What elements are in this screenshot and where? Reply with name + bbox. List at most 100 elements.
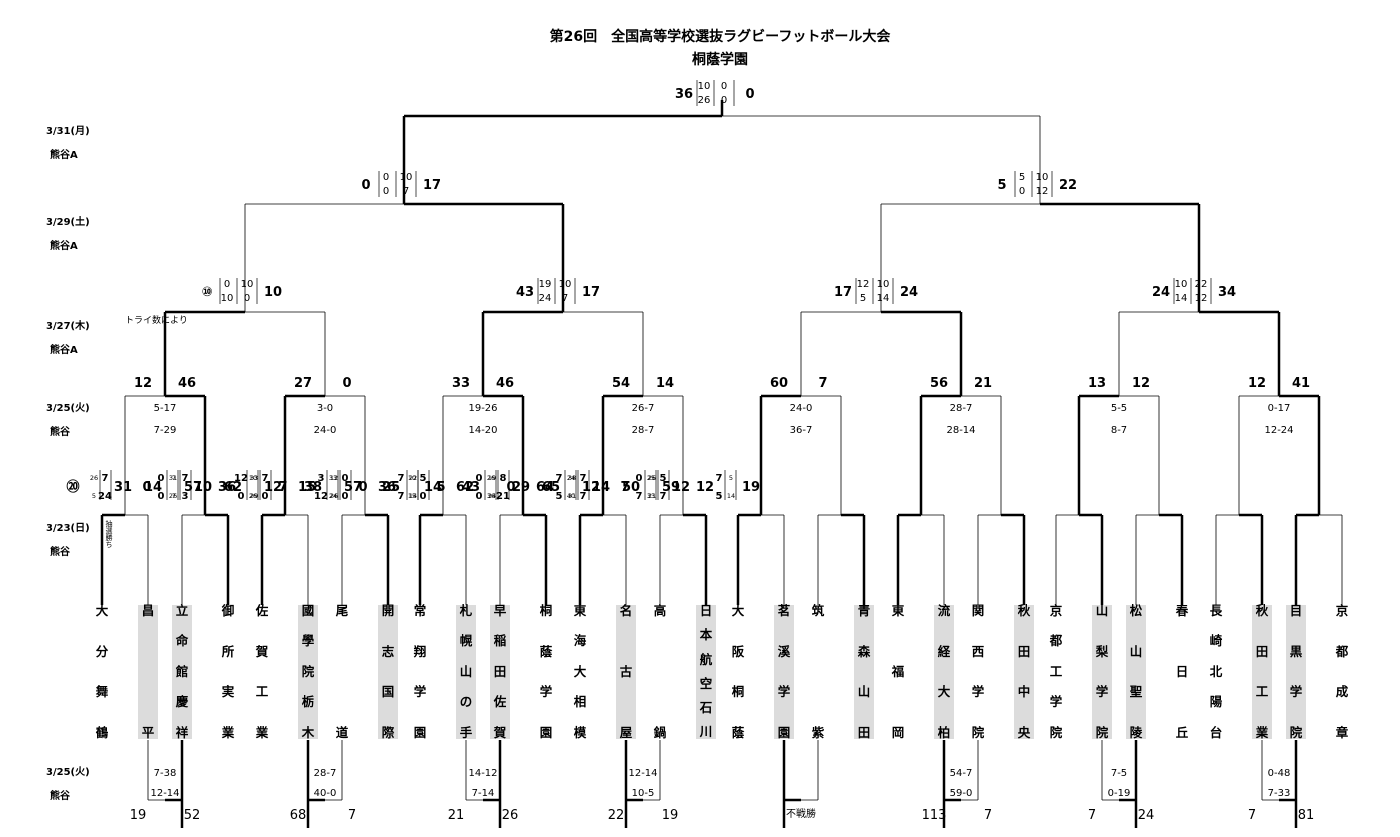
consolation-half1: 14-12 — [468, 768, 498, 779]
r16-half-right-4: 14 — [408, 492, 418, 500]
champion-name: 桐蔭学園 — [692, 52, 748, 68]
team-name-char: 日 — [1175, 663, 1189, 679]
team-name-char: 院 — [1049, 724, 1063, 740]
team-name-char: 大 — [95, 603, 109, 618]
r16-half-right-3: 22 — [408, 474, 418, 482]
team-name-char: 日 — [699, 603, 713, 618]
team-name: 茗溪学園 — [774, 603, 794, 740]
final-half-a2: 26 — [697, 95, 711, 106]
qf-score-right: 0 — [342, 376, 352, 391]
team-name-char: 東 — [573, 603, 587, 618]
team-name-char: 業 — [255, 724, 269, 740]
qf-score-right: 14 — [655, 376, 675, 391]
team-name: 京都成章 — [1332, 604, 1352, 739]
team-name-char: 川 — [699, 724, 713, 740]
consolation-score-left: 7 — [1247, 808, 1257, 823]
r16-half-left-3: 5 — [419, 473, 427, 484]
r16-half-left-4: 0 — [261, 491, 269, 502]
r16-score-right-b: 19 — [741, 480, 761, 495]
r16-score-right: 36 — [377, 480, 397, 495]
team-name-char: 蔭 — [731, 724, 745, 740]
r16-score-left: 10 — [193, 480, 213, 495]
final-half-b1: 0 — [720, 81, 728, 92]
qf-score-left: 60 — [769, 376, 789, 391]
round-date: 3/31(月) — [46, 126, 90, 137]
r16-half-right-4: 24 — [328, 492, 338, 500]
team-name-char: 園 — [413, 724, 427, 740]
team-name: 尾道 — [332, 604, 352, 739]
r16-half-left-2: 21 — [647, 492, 657, 500]
team-name: 名古屋 — [616, 604, 636, 739]
team-name-char: 青 — [857, 603, 871, 618]
sf-half-a1: 10 — [1174, 279, 1188, 290]
qf-score-right: 46 — [495, 376, 515, 391]
qf-half1: 5-5 — [1110, 403, 1128, 414]
team-name-char: 京 — [1049, 603, 1063, 618]
sf-half-b1: 10 — [876, 279, 890, 290]
r16-half-left-1: 33 — [249, 474, 259, 482]
consolation-score-right: 24 — [1137, 808, 1155, 823]
consolation-score-left: 68 — [289, 808, 307, 823]
team-name: 長崎北陽台 — [1206, 603, 1226, 739]
team-name-char: 長 — [1209, 603, 1223, 618]
team-name-char: 北 — [1209, 663, 1223, 679]
team-name-char: 工 — [255, 684, 269, 699]
r16-score-left-a: 62 — [223, 480, 243, 495]
qf-score-left: 33 — [451, 376, 471, 391]
qf-half2: 28-14 — [946, 425, 976, 436]
team-name-char: 石 — [699, 700, 713, 716]
r16-half-right-3: 25 — [646, 474, 656, 482]
team-name-char: 園 — [777, 724, 791, 740]
team-name: 秋田中央 — [1014, 604, 1034, 739]
r16-half-left-2: 24 — [487, 492, 497, 500]
r16-half-left-4: 0 — [419, 491, 427, 502]
team-name: 大阪桐蔭 — [728, 604, 748, 740]
team-name-char: 工 — [1255, 684, 1269, 699]
semi-score-left: 5 — [997, 178, 1007, 193]
team-name-char: 筑 — [811, 603, 825, 618]
r16-half-right-3: 33 — [328, 474, 338, 482]
r16-score-right-b: 14 — [423, 480, 443, 495]
sf-half-b2: 0 — [243, 293, 251, 304]
consolation-score-right: 26 — [501, 808, 519, 823]
team-name: 京都工学院 — [1046, 603, 1066, 740]
team-name-char: 航 — [699, 651, 713, 667]
r16-half-left-3: 7 — [181, 473, 189, 484]
team-name-char: 学 — [539, 684, 553, 699]
r16-half-left-2: 5 — [91, 492, 97, 500]
team-name-char: 賀 — [493, 724, 507, 740]
team-name-char: の — [459, 694, 473, 710]
r16-half-right-1: 0 — [635, 473, 643, 484]
r16-half-right-1: 7 — [555, 473, 563, 484]
team-name-char: 茗 — [777, 603, 791, 618]
consolation-half2: 7-33 — [1267, 788, 1291, 799]
team-name-char: 春 — [1175, 603, 1189, 618]
team-name: 山梨学院 — [1092, 604, 1112, 739]
team-name-char: 学 — [413, 684, 427, 699]
qf-score-left: 13 — [1087, 376, 1107, 391]
team-name-char: 田 — [1255, 643, 1269, 659]
qf-half2: 7-29 — [153, 425, 177, 436]
r16-half-left-3: 7 — [261, 473, 269, 484]
team-name-char: 手 — [459, 724, 473, 740]
sf-half-a1: 19 — [538, 279, 552, 290]
sf-score-left: 17 — [833, 285, 853, 300]
team-name: 目黒学院 — [1286, 604, 1306, 740]
team-name-char: 丘 — [1175, 724, 1189, 740]
r16-score-left-a: 65 — [541, 480, 561, 495]
consolation-score-right: 7 — [983, 808, 993, 823]
team-name-char: 院 — [1289, 724, 1303, 740]
team-name-char: 慶 — [175, 694, 189, 710]
team-name-char: 学 — [777, 684, 791, 699]
team-name: 佐賀工業 — [252, 604, 272, 740]
semi-score-left: 0 — [361, 178, 371, 193]
r16-half-left-3: 7 — [101, 473, 109, 484]
r16-score-right-b: 57 — [343, 480, 363, 495]
team-name: 松山聖陵 — [1126, 604, 1146, 739]
consolation-score-left: 7 — [1087, 808, 1097, 823]
r16-half-right-3: 10 — [248, 474, 258, 482]
r16-half-right-1: 7 — [397, 473, 405, 484]
qf-score-left: 56 — [929, 376, 949, 391]
qf-half2: 14-20 — [468, 425, 498, 436]
round-venue: 熊谷A — [50, 345, 78, 356]
